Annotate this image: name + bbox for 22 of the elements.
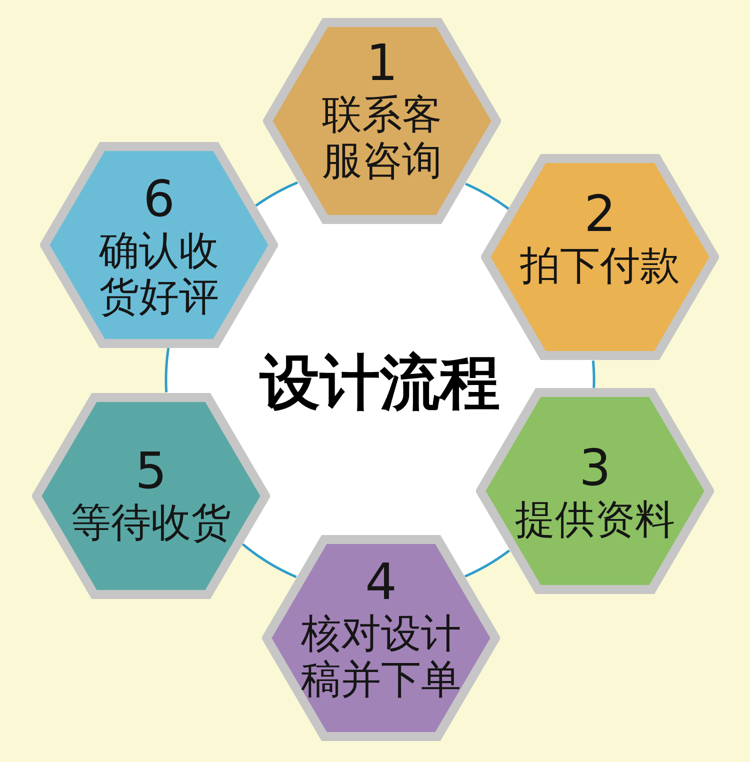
step-label: 核对设计稿并下单	[300, 611, 462, 703]
step-number: 3	[579, 439, 611, 497]
step-hexagon	[40, 142, 278, 348]
connector-arc	[464, 550, 510, 578]
step-label: 拍下付款	[520, 243, 680, 289]
connector-arc	[164, 348, 170, 393]
connector-arc	[242, 543, 297, 578]
step-number: 2	[584, 185, 616, 243]
step-number: 4	[365, 553, 397, 611]
step-hexagon	[262, 535, 500, 741]
step-label: 确认收货好评	[98, 228, 220, 320]
step-label: 联系客服咨询	[321, 92, 443, 184]
diagram-title: 设计流程	[260, 348, 500, 418]
step-number: 1	[366, 34, 398, 92]
step-label: 等待收货	[71, 500, 231, 546]
step-number: 5	[135, 442, 167, 500]
connector-arc	[465, 182, 510, 210]
connector-arc	[592, 360, 596, 388]
step-hexagon	[263, 18, 501, 224]
step-number: 6	[143, 170, 175, 228]
connector-arc	[255, 181, 298, 207]
step-label: 提供资料	[515, 497, 675, 543]
